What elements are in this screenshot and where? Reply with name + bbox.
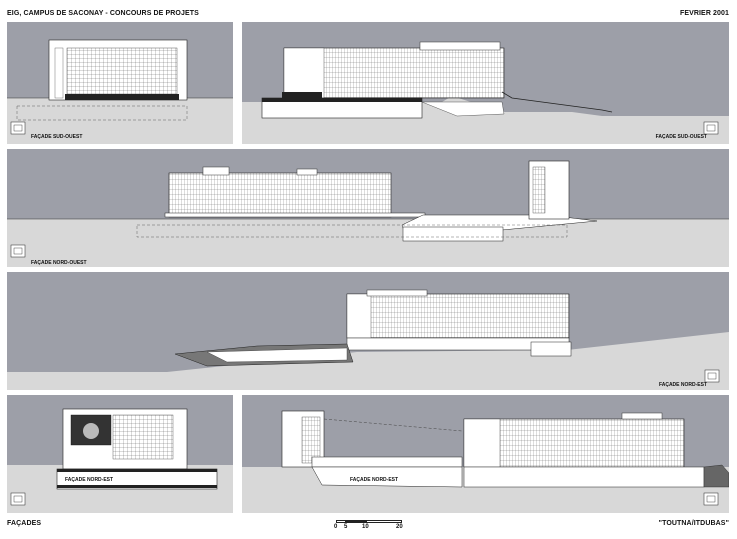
facade-label: FAÇADE SUD-OUEST — [31, 134, 83, 140]
elevation-drawing — [7, 408, 233, 513]
facade-label: FAÇADE NORD-EST — [65, 477, 114, 483]
scale-segment — [336, 520, 346, 523]
elevation-drawing — [7, 160, 729, 267]
sheet-footer-left: FAÇADES — [7, 520, 42, 527]
sheet-footer-right: "TOUTNA/ITDUBAS" — [658, 520, 729, 527]
elevation-panel-4-right: FAÇADE NORD-EST — [242, 395, 729, 513]
elevation-drawing — [7, 289, 729, 390]
scale-bar: 0 5 10 20 — [330, 516, 410, 536]
sheet-date: FEVRIER 2001 — [679, 10, 729, 17]
facade-label: FAÇADE SUD-OUEST — [655, 134, 707, 140]
scale-segment — [366, 520, 402, 523]
facade-label: FAÇADE NORD-OUEST — [31, 260, 87, 266]
sheet-title: EIG, CAMPUS DE SACONAY - CONCOURS DE PRO… — [7, 10, 199, 17]
elevation-drawing — [242, 410, 729, 513]
scale-tick: 5 — [344, 524, 348, 530]
elevation-panel-3: FAÇADE NORD-EST — [7, 272, 729, 390]
elevation-panel-1-right: FAÇADE SUD-OUEST — [242, 22, 729, 144]
elevation-panel-1-left: FAÇADE SUD-OUEST — [7, 22, 233, 144]
facade-label: FAÇADE NORD-EST — [350, 477, 399, 483]
elevation-drawing — [7, 39, 233, 144]
scale-tick: 0 — [334, 524, 338, 530]
facade-label: FAÇADE NORD-EST — [658, 382, 707, 388]
elevation-panel-4-left: FAÇADE NORD-EST — [7, 395, 233, 513]
scale-segment — [346, 520, 366, 523]
scale-tick: 20 — [396, 524, 403, 530]
elevation-drawing — [242, 41, 729, 144]
elevation-panel-2: FAÇADE NORD-OUEST — [7, 149, 729, 267]
scale-tick: 10 — [362, 524, 369, 530]
